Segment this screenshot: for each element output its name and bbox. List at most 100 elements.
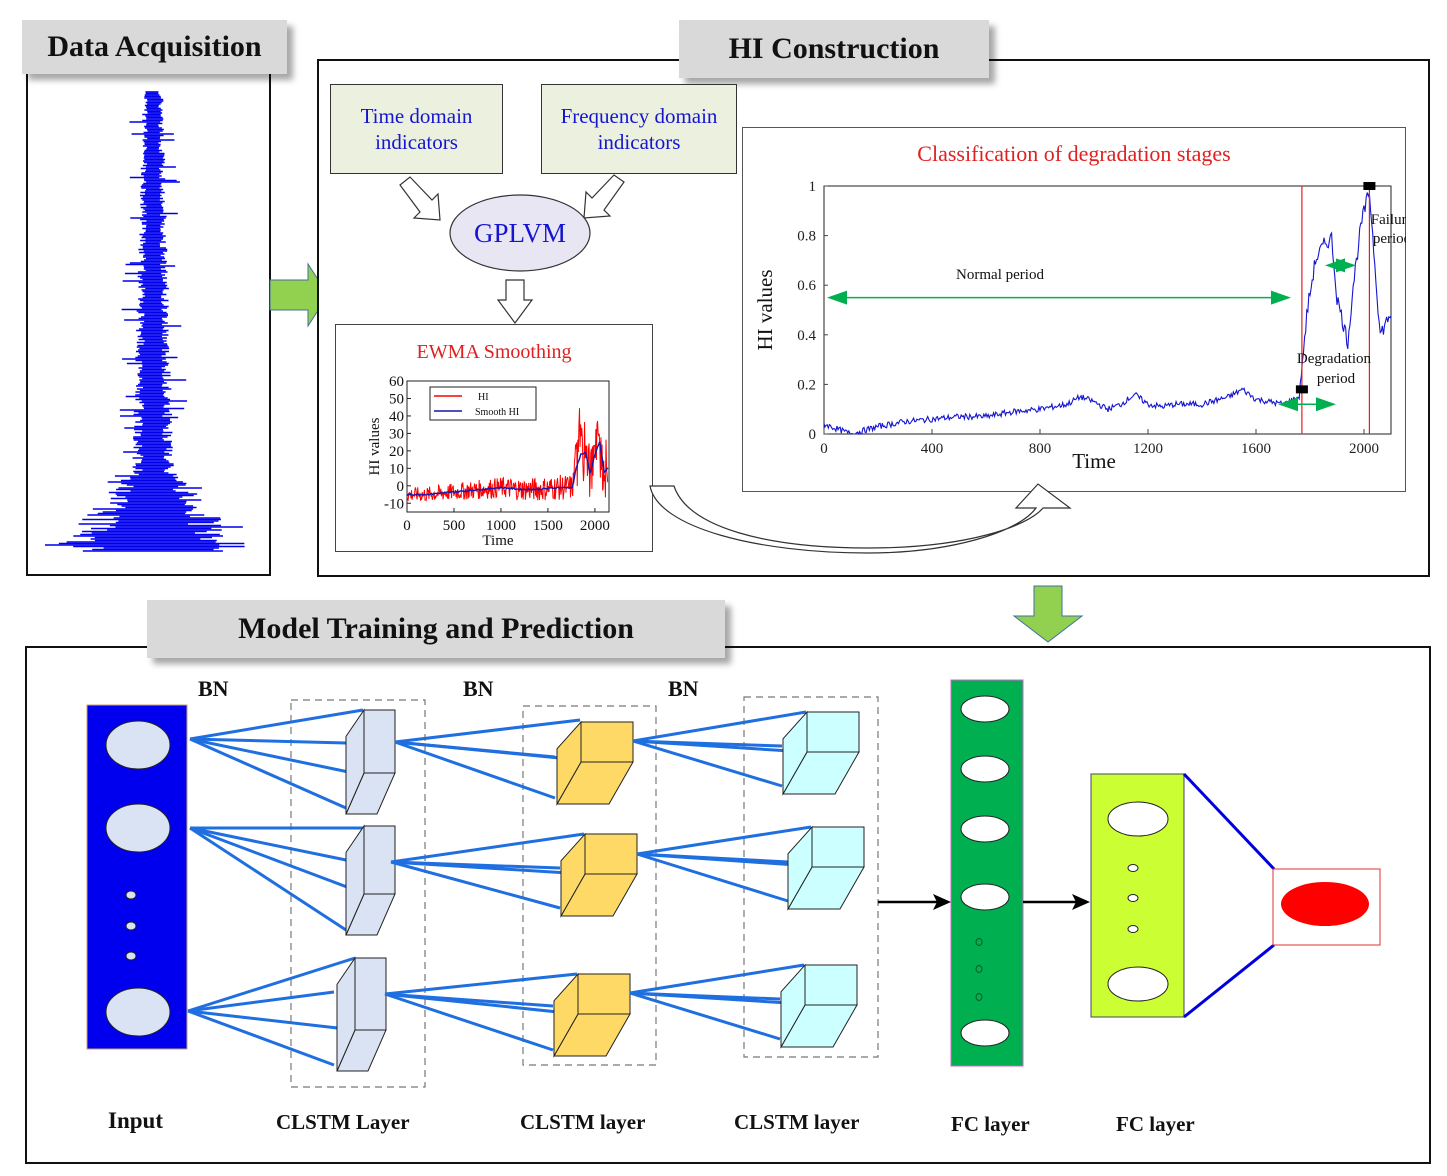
x-tick-label: 1600 [1241,441,1271,457]
plot-area [823,185,1392,435]
fc1-node [960,815,1010,843]
connection-line [629,963,805,995]
bn-label-2: BN [463,676,494,701]
legend-box [429,386,537,421]
y-tick-label: 1 [809,179,817,195]
connection-line [390,860,561,910]
connection-line [632,710,807,743]
connection-line [189,737,347,745]
y-axis-label: HI values [367,417,383,475]
vibration-signal-plot [44,91,245,552]
output-node [1281,882,1369,926]
connection-line [390,860,585,876]
data-acquisition-title: Data Acquisition [22,20,287,74]
input-ellipsis-dot [125,921,137,931]
input-node [105,720,171,770]
connection-line [189,737,364,777]
legend-label-hi: HI [478,392,489,403]
clstm3-cell [782,710,860,796]
output-connection-line [1182,772,1276,871]
y-tick-label: 40 [389,409,404,425]
gplvm-node [449,194,591,272]
failure-period-arrow [1325,258,1356,273]
clstm2-cell [556,720,634,806]
annotation-failure-line2: period [1373,231,1406,247]
fc1-ellipsis-dot [975,938,983,946]
annotation-degradation-line1: Degradation [1297,351,1372,367]
time-domain-label-1: Time domain [360,104,473,128]
series-smooth-hi-line [406,441,609,497]
x-tick-label: 800 [1029,441,1052,457]
y-tick-label: 0.6 [797,278,816,294]
plot-area [406,380,610,513]
connection-line [189,708,364,741]
connection-line [394,740,556,800]
connection-line [390,832,585,864]
y-tick-label: 0.8 [797,229,816,245]
ewma-chart-panel [335,324,653,552]
chart-title: EWMA Smoothing [416,341,571,363]
curved-flow-arrow-icon [649,483,1072,554]
connection-line [384,972,578,996]
y-axis-label: HI values [753,269,777,350]
clstm-group-1 [290,699,426,1088]
chart-title: Classification of degradation stages [917,141,1230,166]
connection-line [384,992,578,1016]
fc1-ellipsis-dot [975,993,983,1001]
fc2-ellipsis-dot [1127,864,1139,872]
connection-line [187,1009,335,1067]
connection-line [187,956,356,1013]
bn-label-1: BN [198,676,229,701]
fc2-node [1107,966,1169,1002]
connection-line [187,990,335,1013]
y-tick-label: 0.4 [797,328,816,344]
input-node [105,987,171,1037]
annotation-normal-period: Normal period [956,267,1044,283]
connection-line [632,739,783,788]
time-domain-label-2: indicators [375,130,458,154]
connection-line [629,991,805,1006]
annotation-degradation-line2: period [1317,371,1356,387]
connection-line [636,852,812,868]
fc1-node [960,883,1010,911]
x-tick-label: 0 [403,518,411,534]
input-node [105,803,171,853]
x-tick-label: 1000 [486,518,516,534]
series-hi-line [406,408,609,502]
model-training-panel [25,646,1431,1164]
y-tick-label: 10 [389,461,404,477]
connection-line [189,826,347,932]
connection-line [629,991,781,1041]
y-tick-label: 20 [389,444,404,460]
fc1-node [960,1019,1010,1047]
layer-label-fc-1: FC layer [951,1112,1030,1136]
gplvm-flow: GPLVM [399,174,625,325]
gplvm-label: GPLVM [474,218,566,248]
connection-line [189,826,364,895]
x-tick-label: 2000 [1349,441,1379,457]
flow-arrow-down-icon [1012,585,1084,643]
clstm3-cell [780,963,858,1049]
clstm3-cell [787,825,865,911]
x-tick-label: 500 [443,518,466,534]
fc1-node [960,755,1010,783]
x-tick-label: 0 [820,441,828,457]
stage-marker-1 [1295,385,1308,394]
connection-line [394,740,581,762]
clstm2-cell [553,972,631,1058]
fc1-ellipsis-dot [975,965,983,973]
connection-line [632,739,807,754]
frequency-domain-label-1: Frequency domain [560,104,718,128]
input-ellipsis-dot [125,951,137,961]
connection-line [189,826,347,862]
clstm1-cell [345,824,396,936]
fc1-layer [950,679,1024,1067]
x-axis-label: Time [482,533,513,549]
connection-line [384,992,554,1052]
clstm1-cell [336,956,387,1072]
network-diagram [86,679,1381,1088]
y-tick-label: 0.2 [797,377,816,393]
fc1-node [960,695,1010,723]
